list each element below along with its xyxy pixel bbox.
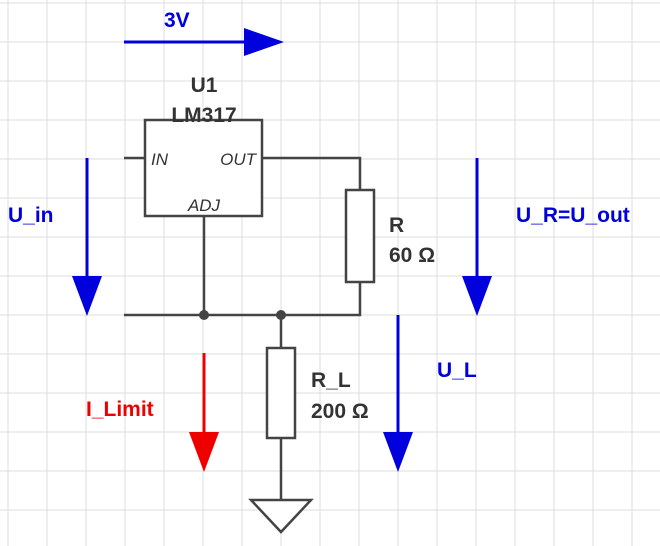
resistor-rl-name: R_L [311,369,351,392]
pin-label-out: OUT [220,150,258,169]
junction-dot-adj [199,310,209,320]
arrow-u-in [72,158,102,316]
resistor-rl-value: 200 Ω [311,400,369,423]
ground-symbol-icon [248,498,314,534]
regulator-body [143,118,264,218]
resistor-r-name: R [389,214,404,237]
junction-dot-rl [276,310,286,320]
output-wire [262,156,362,190]
arrow-u-r [462,158,492,316]
label-i-limit: I_Limit [86,398,154,421]
arrow-3v [124,28,284,56]
resistor-r-value: 60 Ω [389,244,435,267]
pin-label-in: IN [151,150,169,169]
label-u-r: U_R=U_out [516,204,630,227]
label-u-l: U_L [437,359,477,382]
label-u-in: U_in [8,204,54,227]
resistor-rl [265,346,297,440]
label-3v: 3V [164,9,190,32]
regulator-designator: U1 [191,74,218,97]
resistor-r [344,188,376,284]
regulator-part-number: LM317 [171,104,236,127]
arrow-u-l [383,315,413,472]
arrow-i-limit [189,353,219,472]
pin-label-adj: ADJ [187,196,221,215]
